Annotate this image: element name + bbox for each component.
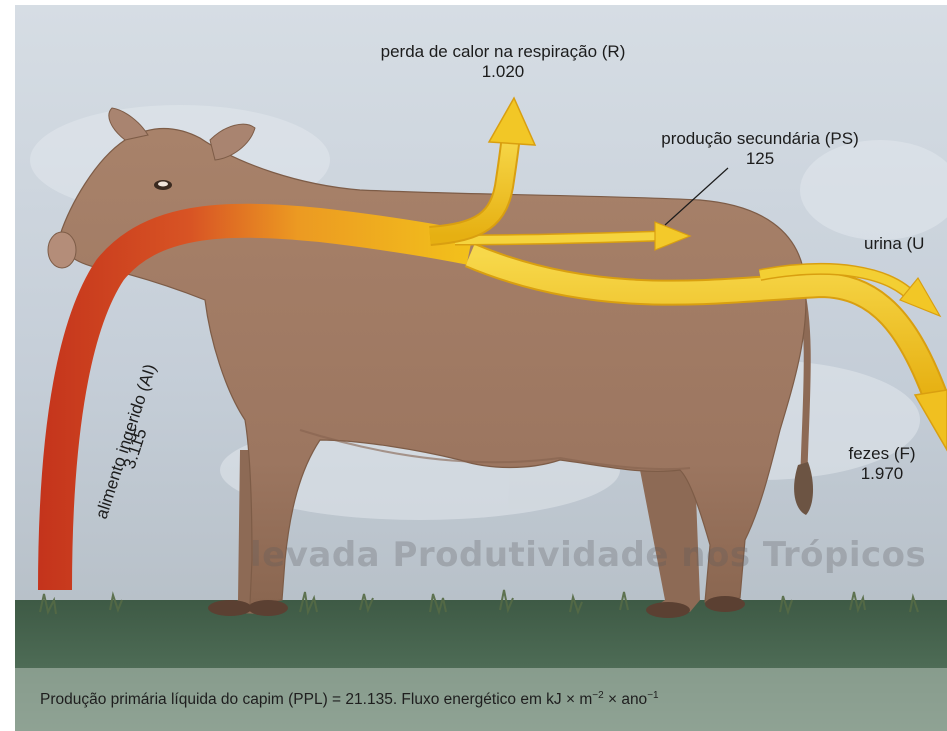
caption-mid: × ano <box>604 691 648 708</box>
urine-label: urina (U <box>864 234 924 254</box>
background-heading-ghost: levada Produtividade nos Trópicos <box>250 535 926 575</box>
respiration-title: perda de calor na respiração (R) <box>338 42 668 62</box>
urine-title: urina (U <box>864 234 924 254</box>
feces-label: fezes (F) 1.970 <box>842 444 922 484</box>
caption-exp1: −2 <box>592 690 603 701</box>
cow-hoof <box>208 600 252 616</box>
caption-exp2: −1 <box>647 690 658 701</box>
secondary-label: produção secundária (PS) 125 <box>625 129 895 169</box>
secondary-title: produção secundária (PS) <box>625 129 895 149</box>
secondary-value: 125 <box>625 149 895 169</box>
feces-value: 1.970 <box>842 464 922 484</box>
respiration-label: perda de calor na respiração (R) 1.020 <box>338 42 668 82</box>
respiration-value: 1.020 <box>338 62 668 82</box>
feces-title: fezes (F) <box>842 444 922 464</box>
figure-caption: Produção primária líquida do capim (PPL)… <box>40 690 659 709</box>
cow-muzzle <box>48 232 76 268</box>
caption-text: Produção primária líquida do capim (PPL)… <box>40 691 592 708</box>
